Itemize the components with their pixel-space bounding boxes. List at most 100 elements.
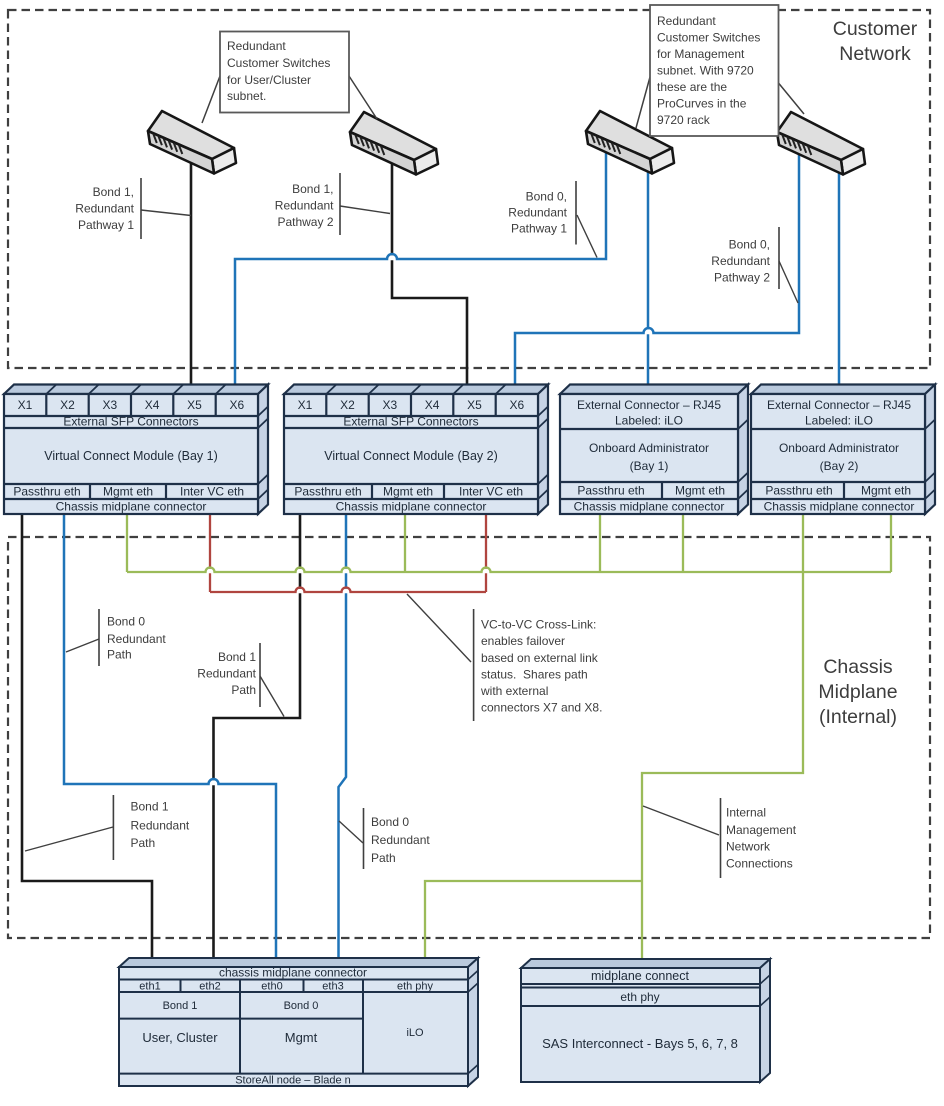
svg-text:enables failover: enables failover	[481, 634, 565, 648]
svg-text:X1: X1	[18, 398, 33, 412]
svg-text:Path: Path	[131, 836, 156, 850]
svg-text:9720 rack: 9720 rack	[657, 113, 711, 127]
svg-text:Internal: Internal	[726, 806, 766, 820]
svg-text:X5: X5	[467, 398, 482, 412]
svg-text:Passthru eth: Passthru eth	[13, 485, 80, 499]
svg-text:(Bay 1): (Bay 1)	[630, 459, 669, 473]
svg-text:X1: X1	[298, 398, 313, 412]
svg-text:with external: with external	[480, 684, 548, 698]
svg-text:Onboard Administrator: Onboard Administrator	[589, 441, 709, 455]
svg-text:Chassis midplane connector: Chassis midplane connector	[764, 500, 915, 514]
svg-text:Customer Switches: Customer Switches	[227, 56, 330, 70]
svg-text:subnet. With 9720: subnet. With 9720	[657, 64, 754, 78]
svg-text:Passthru eth: Passthru eth	[294, 485, 361, 499]
svg-text:Redundant: Redundant	[131, 819, 190, 833]
svg-text:Passthru eth: Passthru eth	[765, 484, 832, 498]
svg-text:Pathway 1: Pathway 1	[511, 222, 567, 236]
svg-text:X3: X3	[102, 398, 117, 412]
svg-text:Bond 1,: Bond 1,	[93, 185, 134, 199]
svg-text:iLO: iLO	[406, 1027, 424, 1039]
svg-text:eth phy: eth phy	[397, 981, 434, 993]
svg-text:Chassis: Chassis	[823, 656, 893, 678]
svg-text:External Connector – RJ45: External Connector – RJ45	[767, 398, 911, 412]
svg-text:External SFP Connectors: External SFP Connectors	[63, 415, 198, 429]
svg-text:eth3: eth3	[322, 981, 343, 993]
svg-text:External SFP Connectors: External SFP Connectors	[343, 415, 478, 429]
svg-text:Redundant: Redundant	[508, 206, 567, 220]
svg-text:Onboard Administrator: Onboard Administrator	[779, 441, 899, 455]
svg-text:X6: X6	[229, 398, 244, 412]
svg-text:Midplane: Midplane	[818, 681, 897, 703]
svg-text:eth phy: eth phy	[620, 990, 659, 1004]
svg-text:Bond 1: Bond 1	[163, 1000, 198, 1012]
svg-text:based on external link: based on external link	[481, 651, 599, 665]
svg-text:eth1: eth1	[139, 981, 160, 993]
svg-text:X2: X2	[340, 398, 355, 412]
svg-text:Bond 0,: Bond 0,	[729, 238, 770, 252]
svg-text:Bond 1: Bond 1	[218, 650, 256, 664]
svg-text:Inter VC eth: Inter VC eth	[180, 485, 244, 499]
svg-text:Bond 0: Bond 0	[107, 615, 145, 629]
svg-text:Inter VC eth: Inter VC eth	[459, 485, 523, 499]
svg-text:Virtual Connect Module (Bay 2): Virtual Connect Module (Bay 2)	[324, 449, 497, 463]
svg-text:Path: Path	[371, 851, 396, 865]
svg-text:User, Cluster: User, Cluster	[142, 1030, 218, 1045]
svg-text:connectors X7 and X8.: connectors X7 and X8.	[481, 701, 602, 715]
svg-text:Customer Switches: Customer Switches	[657, 31, 760, 45]
svg-text:Pathway 2: Pathway 2	[714, 271, 770, 285]
svg-text:External Connector – RJ45: External Connector – RJ45	[577, 398, 721, 412]
svg-text:Management: Management	[726, 823, 797, 837]
svg-text:(Bay 2): (Bay 2)	[820, 459, 859, 473]
svg-text:X6: X6	[509, 398, 524, 412]
svg-text:Mgmt: Mgmt	[285, 1030, 318, 1045]
svg-text:Bond 0: Bond 0	[284, 1000, 319, 1012]
svg-text:Mgmt eth: Mgmt eth	[103, 485, 153, 499]
svg-text:Mgmt eth: Mgmt eth	[861, 484, 911, 498]
svg-text:subnet.: subnet.	[227, 89, 266, 103]
svg-text:X4: X4	[145, 398, 160, 412]
svg-text:Redundant: Redundant	[227, 39, 286, 53]
svg-text:Pathway 2: Pathway 2	[277, 215, 333, 229]
svg-text:eth2: eth2	[199, 981, 220, 993]
svg-text:Virtual Connect Module (Bay 1): Virtual Connect Module (Bay 1)	[44, 449, 217, 463]
svg-text:Pathway 1: Pathway 1	[78, 218, 134, 232]
svg-text:status. Shares path: status. Shares path	[481, 668, 588, 682]
svg-text:for Management: for Management	[657, 47, 745, 61]
svg-text:Path: Path	[107, 648, 132, 662]
svg-text:Redundant: Redundant	[657, 14, 716, 28]
svg-text:Network: Network	[726, 840, 771, 854]
svg-text:Redundant: Redundant	[107, 632, 166, 646]
svg-text:Chassis midplane connector: Chassis midplane connector	[336, 500, 487, 514]
svg-text:Labeled: iLO: Labeled: iLO	[615, 414, 683, 428]
svg-text:Chassis midplane connector: Chassis midplane connector	[574, 500, 725, 514]
svg-text:VC-to-VC Cross-Link:: VC-to-VC Cross-Link:	[481, 618, 596, 632]
svg-text:Redundant: Redundant	[197, 667, 256, 681]
svg-text:these are the: these are the	[657, 80, 727, 94]
svg-text:Chassis midplane connector: Chassis midplane connector	[56, 500, 207, 514]
svg-text:Network: Network	[839, 43, 911, 65]
svg-text:X2: X2	[60, 398, 75, 412]
svg-text:Redundant: Redundant	[75, 202, 134, 216]
svg-text:Connections: Connections	[726, 857, 793, 871]
svg-text:for User/Cluster: for User/Cluster	[227, 73, 311, 87]
svg-text:Redundant: Redundant	[711, 254, 770, 268]
svg-text:Redundant: Redundant	[371, 833, 430, 847]
svg-text:Bond 1: Bond 1	[131, 800, 169, 814]
svg-text:Bond 0: Bond 0	[371, 815, 409, 829]
svg-text:Customer: Customer	[833, 18, 918, 40]
svg-text:(Internal): (Internal)	[819, 706, 897, 728]
svg-text:Bond 1,: Bond 1,	[292, 182, 333, 196]
svg-text:SAS Interconnect - Bays 5, 6,: SAS Interconnect - Bays 5, 6, 7, 8	[542, 1036, 738, 1051]
svg-text:Mgmt eth: Mgmt eth	[675, 484, 725, 498]
svg-text:X3: X3	[382, 398, 397, 412]
svg-text:StoreAll node – Blade n: StoreAll node – Blade n	[235, 1075, 351, 1087]
svg-text:Redundant: Redundant	[275, 199, 334, 213]
svg-text:X4: X4	[425, 398, 440, 412]
svg-text:Bond 0,: Bond 0,	[526, 190, 567, 204]
svg-text:ProCurves in the: ProCurves in the	[657, 97, 747, 111]
svg-text:Mgmt eth: Mgmt eth	[383, 485, 433, 499]
svg-text:eth0: eth0	[261, 981, 282, 993]
svg-text:X5: X5	[187, 398, 202, 412]
svg-text:Labeled: iLO: Labeled: iLO	[805, 414, 873, 428]
svg-text:Path: Path	[231, 683, 256, 697]
